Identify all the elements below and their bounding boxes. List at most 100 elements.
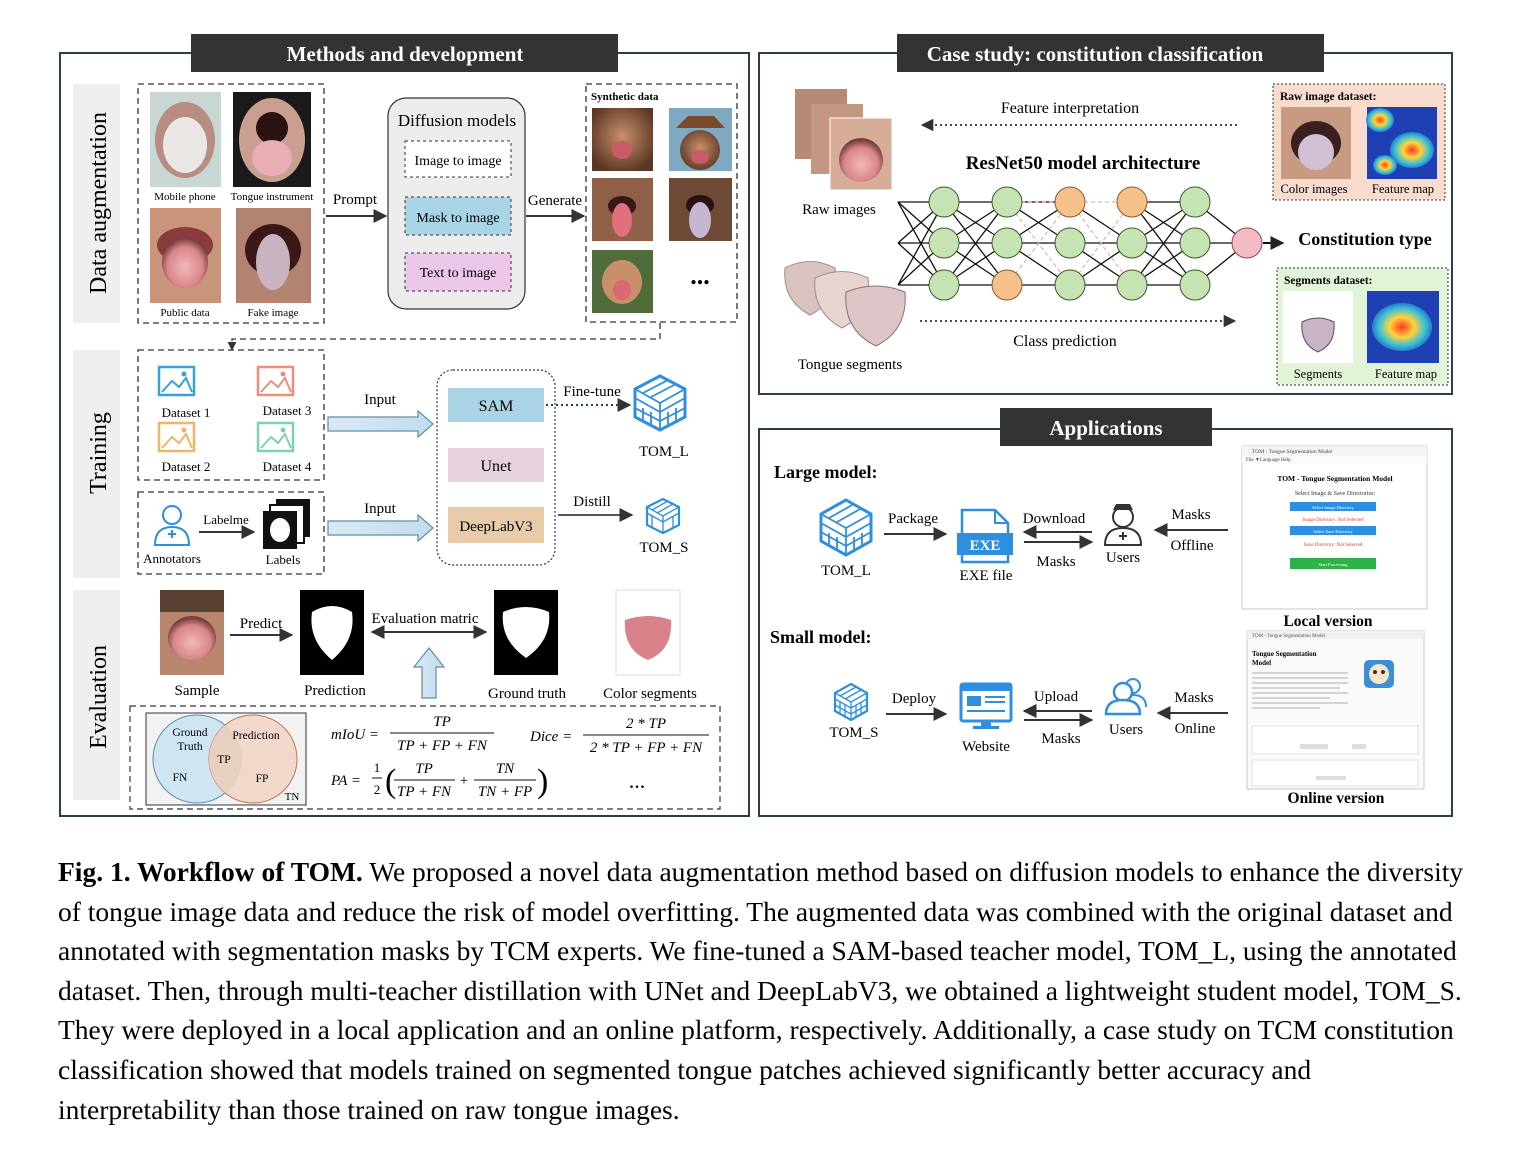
label-sam: SAM (479, 398, 514, 415)
svg-text:mIoU =: mIoU = (331, 727, 379, 743)
online-app-heading-1: Tongue Segmentation (1252, 650, 1317, 658)
label-upload: Upload (1034, 689, 1079, 705)
app-tom-l-cube-icon (819, 498, 873, 557)
local-app-btn-image-dir: Select Image Directory (1312, 505, 1354, 510)
methods-panel: Methods and development Data augmentatio… (59, 34, 750, 817)
diffusion-title: Diffusion models (398, 111, 516, 130)
svg-text:TP + FN: TP + FN (397, 784, 452, 800)
figure-caption: Fig. 1. Workflow of TOM. We proposed a n… (58, 852, 1478, 1129)
synthetic-image-1 (592, 108, 653, 171)
dataset-2-icon (157, 421, 196, 453)
formula-miou: mIoU = TP TP + FP + FN (331, 714, 494, 754)
source-image-public-data (150, 208, 221, 303)
label-feature-interpretation: Feature interpretation (1001, 100, 1139, 117)
svg-text:Dice =: Dice = (529, 729, 572, 745)
local-app-btn-start: Start Processing (1318, 562, 1348, 567)
venn-tn: TN (285, 791, 300, 803)
svg-text:PA =: PA = (330, 773, 361, 789)
label-tom-l: TOM_L (639, 444, 689, 460)
local-app-heading: TOM - Tongue Segmentation Model (1277, 474, 1392, 483)
label-local-version: Local version (1283, 613, 1372, 630)
local-app-window-title: TOM - Tongue Segmentation Model (1252, 449, 1333, 455)
label-tom-s: TOM_S (640, 540, 689, 556)
svg-text:TN: TN (496, 761, 515, 777)
eval-sample-image (160, 590, 224, 675)
label-masks-small-2: Masks (1174, 690, 1213, 706)
caption-text: We proposed a novel data augmentation me… (58, 856, 1464, 1125)
synthetic-title: Synthetic data (591, 91, 659, 103)
label-prompt: Prompt (333, 192, 378, 208)
segments-feature-map (1367, 291, 1439, 363)
dataset-3-icon (256, 365, 295, 397)
svg-text:2 * TP + FP + FN: 2 * TP + FP + FN (590, 740, 703, 756)
formula-ellipsis: ... (629, 768, 646, 793)
annotator-icon (153, 505, 191, 546)
tom-s-cube-icon (645, 497, 681, 535)
workflow-figure: Methods and development Data augmentatio… (59, 34, 1453, 817)
app-tom-s-cube-icon (833, 682, 869, 722)
label-raw-images: Raw images (802, 202, 876, 218)
label-dataset-1: Dataset 1 (162, 405, 211, 420)
users-large-icon (1103, 504, 1143, 546)
label-color-segments: Color segments (603, 686, 697, 702)
synthetic-image-4 (669, 178, 732, 241)
eval-ground-truth-mask (494, 590, 558, 675)
label-masks-small-1: Masks (1041, 731, 1080, 747)
online-app-heading-2: Model (1252, 659, 1271, 667)
label-annotators: Annotators (143, 551, 201, 566)
diffusion-item-mask-to-image: Mask to image (416, 211, 499, 226)
label-segments-feature-map: Feature map (1375, 367, 1437, 381)
label-dataset-2: Dataset 2 (162, 459, 211, 474)
model-sam (448, 388, 544, 422)
label-labels: Labels (266, 552, 301, 567)
exe-badge: EXE (970, 538, 1001, 554)
label-raw-feature-map: Feature map (1372, 182, 1434, 196)
section-label-data-augmentation: Data augmentation (86, 112, 112, 294)
label-raw-color-images: Color images (1280, 182, 1347, 196)
label-finetune: Fine-tune (563, 384, 621, 400)
svg-text:+: + (460, 773, 468, 789)
section-label-evaluation: Evaluation (86, 645, 112, 749)
label-online: Online (1175, 721, 1216, 737)
model-unet (448, 448, 544, 482)
label-users-large: Users (1106, 550, 1140, 566)
svg-text:1: 1 (374, 760, 381, 775)
label-large-model: Large model: (774, 462, 877, 482)
label-labelme: Labelme (203, 512, 249, 527)
website-icon (959, 682, 1013, 729)
formula-dice: Dice = 2 * TP 2 * TP + FP + FN (529, 716, 709, 756)
synthetic-image-5 (592, 250, 653, 313)
label-public-data: Public data (160, 307, 209, 319)
section-label-training: Training (86, 412, 112, 494)
label-masks-large-1: Masks (1036, 554, 1075, 570)
venn-diagram (145, 712, 307, 806)
users-small-icon (1104, 678, 1147, 716)
label-segments: Segments (1294, 367, 1343, 381)
resnet-title: ResNet50 model architecture (966, 153, 1201, 174)
local-app-menu: File ▼Language Help (1246, 458, 1291, 463)
diffusion-item-image-to-image: Image to image (414, 154, 501, 169)
tom-l-cube-icon (633, 374, 687, 432)
tongue-segments-stack (784, 261, 906, 347)
label-ground-truth: Ground truth (488, 686, 566, 702)
input-arrow-2 (327, 513, 434, 543)
caption-bold: Fig. 1. Workflow of TOM. (58, 856, 363, 887)
label-eval-matric: Evaluation matric (371, 611, 478, 627)
label-exe-file: EXE file (960, 568, 1013, 584)
label-fake-image: Fake image (247, 307, 298, 319)
label-users-small: Users (1109, 722, 1143, 738)
svg-text:(: ( (385, 763, 396, 800)
app-label-tom-l: TOM_L (821, 563, 871, 579)
synthetic-ellipsis: ... (690, 261, 710, 290)
model-deeplabv3 (448, 507, 544, 543)
segments-dataset-title: Segments dataset: (1284, 275, 1372, 287)
eval-color-segment (615, 589, 681, 676)
source-image-fake-image (236, 208, 311, 303)
label-input-1: Input (364, 392, 396, 408)
dataset-4-icon (256, 421, 295, 453)
label-input-2: Input (364, 501, 396, 517)
raw-color-image (1281, 107, 1351, 179)
label-dataset-4: Dataset 4 (263, 459, 312, 474)
synthetic-image-2 (669, 108, 732, 171)
venn-fn: FN (173, 772, 188, 784)
